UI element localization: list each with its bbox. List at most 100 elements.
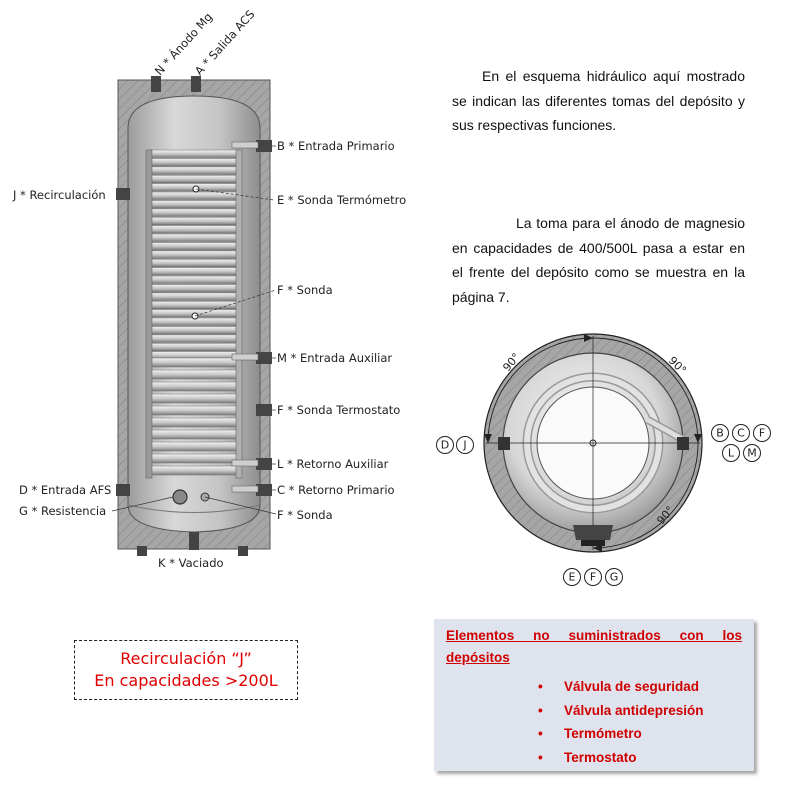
bullet-icon: •	[538, 726, 543, 741]
element-item: •Válvula antidepresión	[538, 699, 742, 723]
paragraph-hydraulic-scheme: En el esquema hidráulico aquí mostrado s…	[452, 64, 745, 138]
coil-turn	[145, 417, 243, 428]
note-line-1: Recirculación “J”	[120, 649, 252, 668]
tank-labels: N * Ánodo Mg A * Salida ACS B * Entrada …	[12, 7, 406, 570]
label-l-retorno-aux: L * Retorno Auxiliar	[277, 457, 389, 471]
coil-turn	[145, 369, 243, 380]
letters-bottom: E F G	[563, 568, 623, 586]
coil-turn	[145, 357, 243, 368]
label-f-sonda: F * Sonda	[277, 283, 333, 297]
coil-turn	[145, 300, 243, 310]
element-item: • Termostato	[538, 746, 742, 770]
coil-turn	[145, 326, 243, 335]
letter-circle	[722, 444, 740, 462]
element-item-label: Termómetro	[564, 726, 642, 741]
coil-turn	[145, 174, 243, 183]
element-item-label: Termostato	[564, 749, 637, 765]
leader-lines	[111, 145, 277, 515]
coil-turn	[145, 334, 243, 343]
fitting-f-termostato	[256, 404, 272, 416]
coil-turn	[145, 208, 243, 217]
coil-turn	[145, 405, 243, 416]
label-e-sonda: E * Sonda Termómetro	[277, 193, 406, 207]
coil-turn	[145, 267, 243, 276]
coil-turn	[145, 284, 243, 293]
fitting-c	[256, 484, 272, 496]
letter-label: B	[716, 427, 724, 440]
topview-fitting-right	[677, 437, 689, 450]
coil-turn	[145, 166, 243, 175]
coil-turn	[145, 342, 243, 352]
element-item: • Termómetro	[538, 722, 742, 746]
label-f-termostato: F * Sonda Termostato	[277, 403, 400, 417]
fitting-d	[116, 484, 130, 496]
letter-circle	[605, 568, 623, 586]
elements-title: Elementos no suministrados con los	[446, 628, 742, 643]
coil-turn	[145, 453, 243, 464]
coil-turn	[145, 158, 243, 167]
coil-turn	[145, 429, 243, 440]
letter-circle	[563, 568, 581, 586]
label-c-retorno-prim: C * Retorno Primario	[277, 483, 395, 497]
letter-circle	[753, 424, 771, 442]
bullet-icon: •	[538, 702, 543, 718]
angle-arc-top-left	[487, 337, 594, 444]
letter-circle	[743, 444, 761, 462]
paragraph-1-text: En el esquema hidráulico aquí mostrado s…	[452, 68, 745, 133]
bullet-icon: •	[538, 749, 543, 765]
topview-fitting-bottom	[573, 525, 613, 540]
coil-turn	[145, 225, 243, 234]
label-g-resistencia: G * Resistencia	[19, 504, 106, 518]
letter-label: M	[747, 447, 757, 460]
letter-circle	[436, 436, 454, 454]
element-item: • Válvula de seguridad	[538, 675, 742, 699]
coil-turn	[145, 393, 243, 404]
label-m-auxiliar: M * Entrada Auxiliar	[277, 351, 392, 365]
coil-turn	[145, 149, 243, 158]
coil-turn	[145, 216, 243, 225]
coil-turn	[145, 275, 243, 284]
fitting-j	[116, 188, 130, 200]
paragraph-2-text: La toma para el ánodo de magnesio en cap…	[452, 215, 745, 305]
label-j-recirculacion: J * Recirculación	[12, 188, 106, 202]
element-item-label: Válvula de seguridad	[564, 679, 700, 694]
fitting-m	[256, 352, 272, 364]
label-k-vaciado: K * Vaciado	[158, 556, 224, 570]
topview-fitting-left	[498, 437, 510, 450]
elements-title-2: depósitos	[446, 650, 510, 665]
fitting-n	[151, 76, 161, 92]
letter-label: G	[610, 571, 619, 584]
coil-turn	[145, 441, 243, 452]
coil-turn	[145, 250, 243, 259]
elements-list: • Válvula de seguridad •Válvula antidepres…	[446, 675, 742, 769]
coil-turn	[145, 381, 243, 392]
coil-turn	[145, 465, 243, 476]
angle-arc-top-right	[592, 337, 699, 444]
bullet-icon: •	[538, 679, 543, 694]
coil-turn	[145, 258, 243, 268]
label-f-sonda-bottom: F * Sonda	[277, 508, 333, 522]
label-d-afs: D * Entrada AFS	[19, 483, 111, 497]
coil-turn	[145, 200, 243, 209]
coil-turn	[145, 233, 243, 242]
letter-label: D	[441, 439, 449, 452]
not-supplied-elements-box: Elementos no suministrados con los depós…	[434, 619, 754, 771]
letter-circle	[456, 436, 474, 454]
paragraph-magnesium-anode: La toma para el ánodo de magnesio en cap…	[452, 211, 745, 309]
letter-label: F	[590, 571, 596, 584]
angle-arc-bottom-right	[592, 442, 699, 549]
fitting-a	[191, 76, 201, 92]
letter-circle	[584, 568, 602, 586]
letter-label: E	[569, 571, 576, 584]
recirculation-note: Recirculación “J” En capacidades >200L	[74, 640, 298, 700]
coil-turn	[145, 292, 243, 301]
letter-label: F	[759, 427, 765, 440]
coil-turn	[145, 242, 243, 251]
primary-coil	[145, 149, 243, 360]
letter-circle	[732, 424, 750, 442]
fitting-k	[189, 532, 199, 550]
